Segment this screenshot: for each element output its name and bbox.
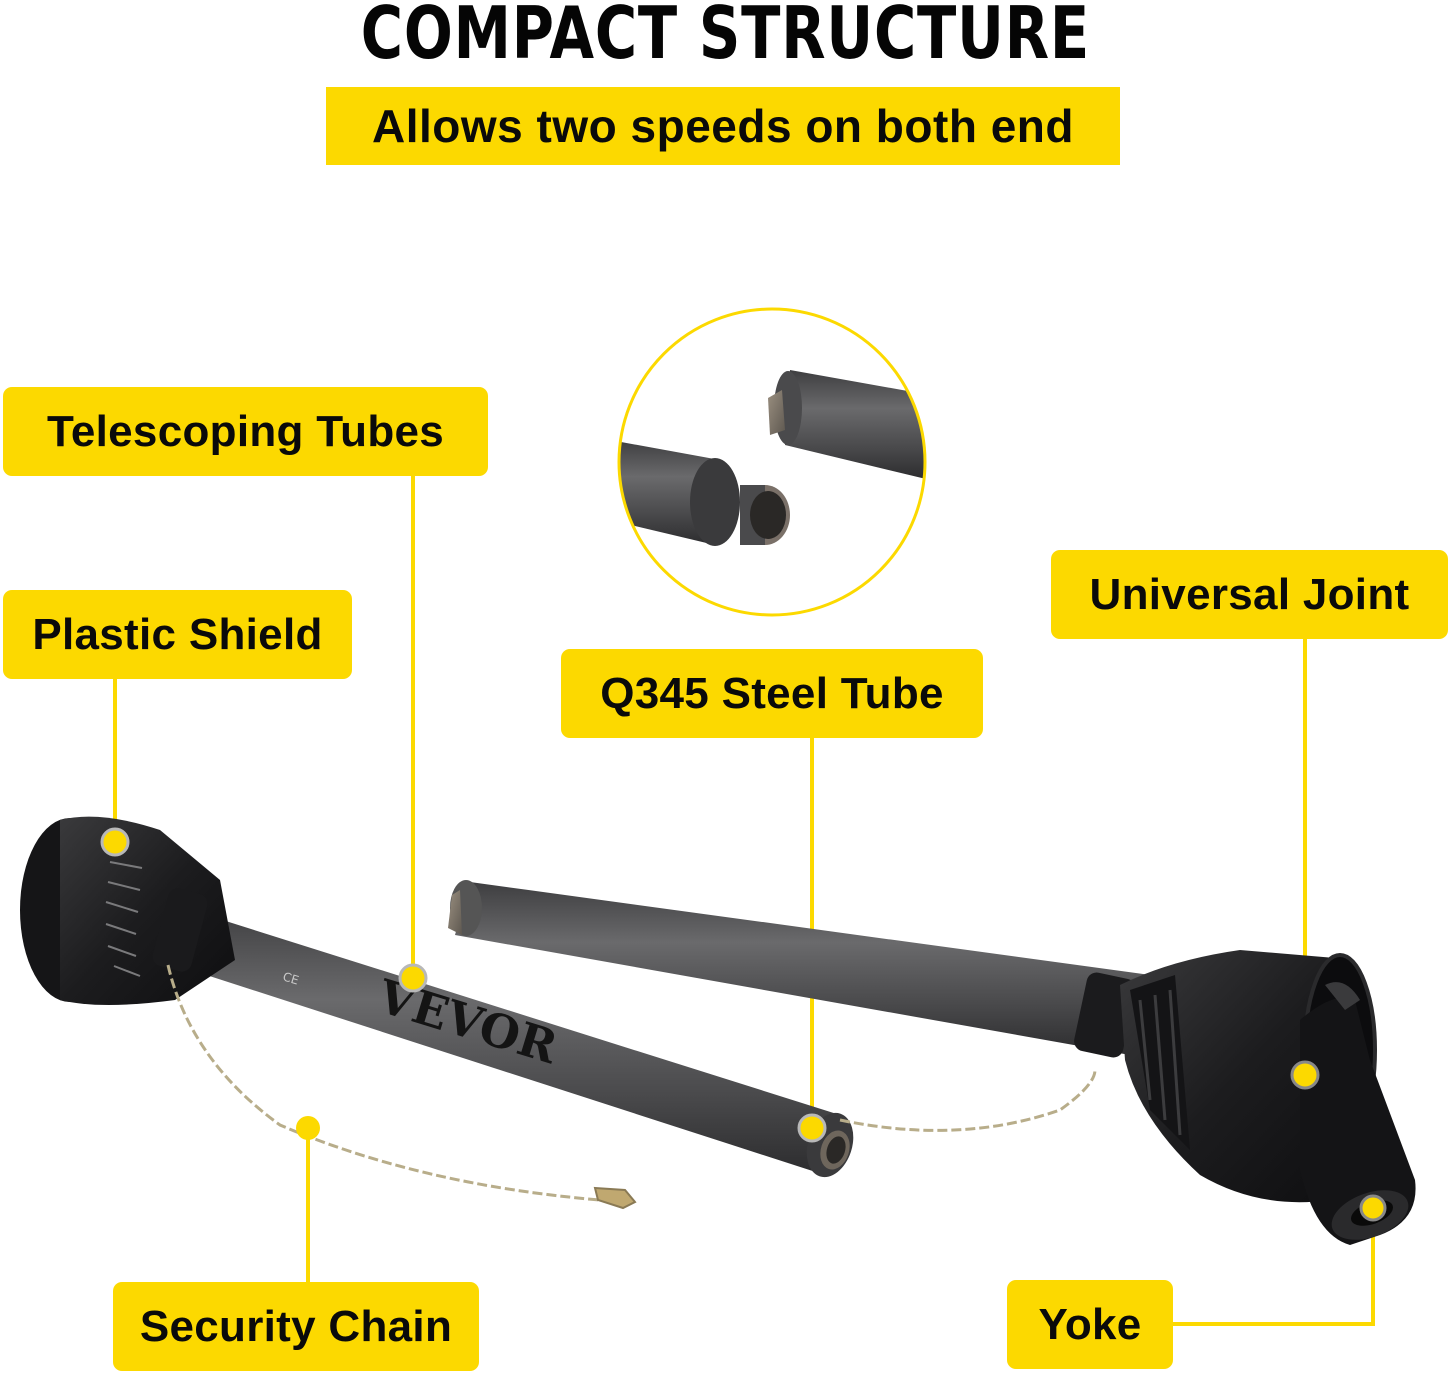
label-universal-joint: Universal Joint [1051,550,1448,639]
right-universal-joint-assembly [1074,950,1416,1245]
security-chain-graphic [166,964,1097,1210]
telescoping-tubes-dot [398,963,428,993]
label-security-chain: Security Chain [113,1282,479,1371]
subtitle-banner: Allows two speeds on both end [326,87,1120,165]
label-telescoping-tubes-text: Telescoping Tubes [46,406,445,456]
label-q345-steel-tube-text: Q345 Steel Tube [600,668,944,718]
label-plastic-shield: Plastic Shield [3,590,352,679]
tube-detail-inset [617,307,927,617]
label-telescoping-tubes: Telescoping Tubes [3,387,488,476]
label-q345-steel-tube: Q345 Steel Tube [561,649,983,738]
subtitle-text: Allows two speeds on both end [372,100,1074,152]
label-universal-joint-text: Universal Joint [1089,569,1410,619]
page-title: COMPACT STRUCTURE [360,0,1091,75]
q345-steel-tube-dot [797,1113,827,1143]
security-chain-dot [296,1116,320,1140]
label-plastic-shield-text: Plastic Shield [32,609,323,659]
label-yoke: Yoke [1007,1280,1173,1369]
callout-dots [100,827,1387,1222]
outer-tube-right [448,880,1150,1055]
label-security-chain-text: Security Chain [139,1301,453,1351]
yoke-line [1172,1208,1375,1326]
ce-stamp: CE [281,969,300,987]
yoke-dot [1359,1194,1387,1222]
universal-joint-dot [1290,1060,1320,1090]
left-plastic-shield [20,816,235,1005]
plastic-shield-dot [100,827,130,857]
label-yoke-text: Yoke [1038,1299,1142,1349]
